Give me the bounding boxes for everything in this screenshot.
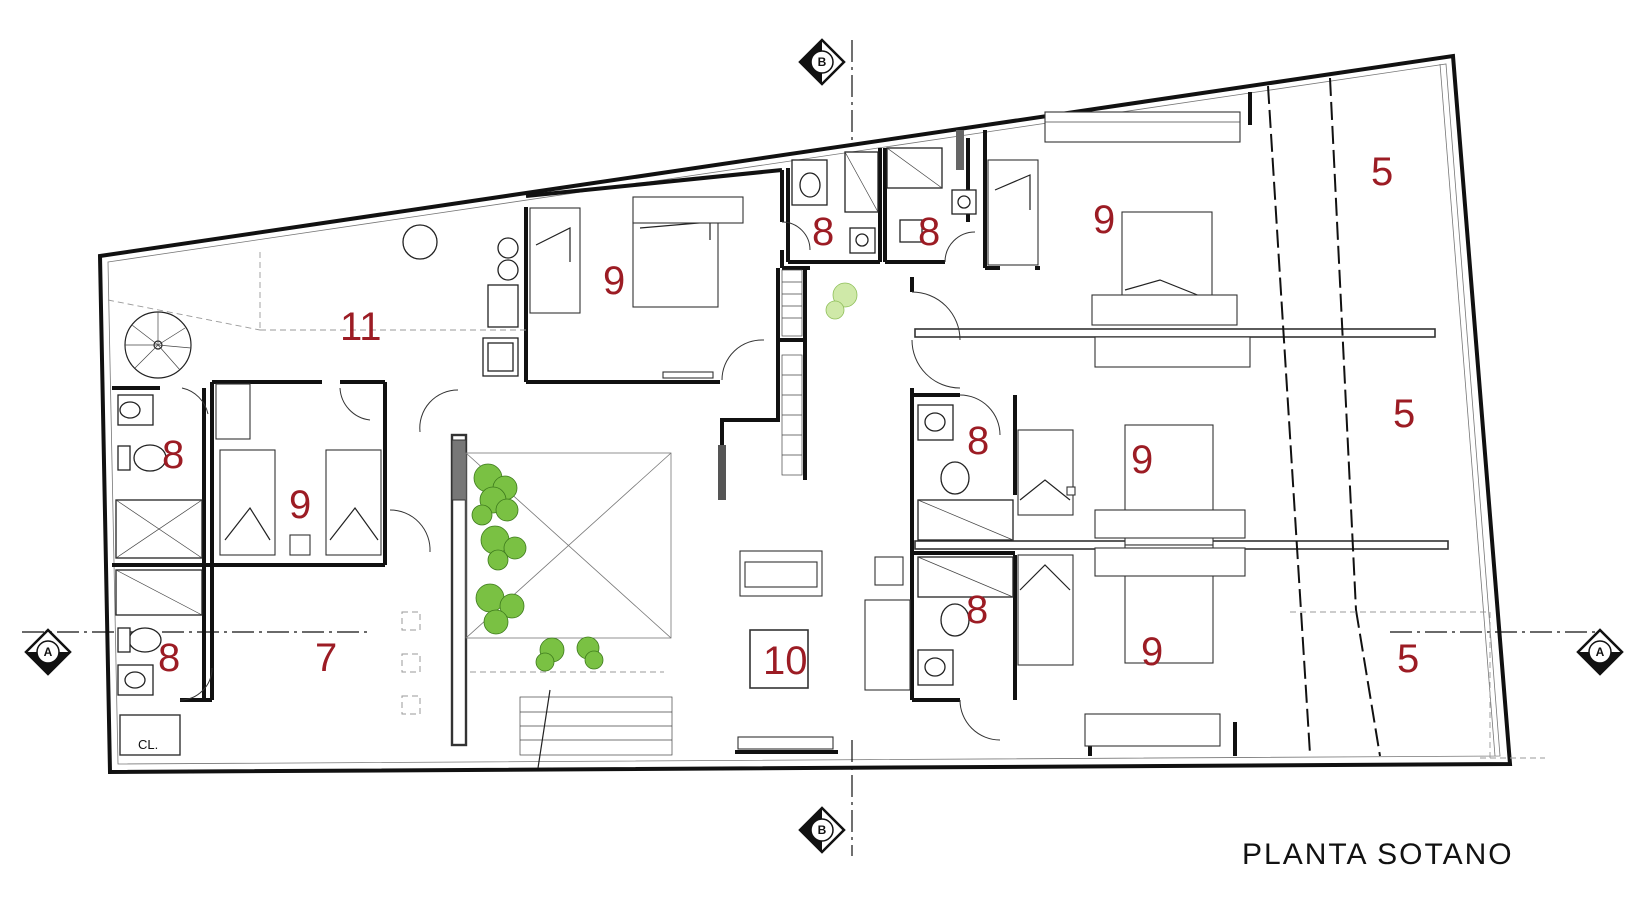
room-label-8-center-bottom: 8 bbox=[966, 588, 988, 632]
outer-wall bbox=[97, 53, 1513, 775]
entry-stair bbox=[519, 689, 673, 769]
central-stair bbox=[781, 269, 803, 476]
door-swings bbox=[179, 221, 1001, 741]
section-marker-b-bottom: B bbox=[798, 806, 846, 854]
section-marker-b-top-letter: B bbox=[818, 55, 827, 69]
closet-label: CL. bbox=[138, 737, 158, 752]
furniture bbox=[119, 111, 1251, 756]
plant-icon bbox=[471, 282, 858, 672]
room-label-9-center-bottom: 9 bbox=[1141, 630, 1163, 674]
room-label-5-bottom: 5 bbox=[1397, 637, 1419, 681]
room-label-7: 7 bbox=[315, 636, 337, 680]
section-marker-b-top: B bbox=[798, 38, 846, 86]
room-label-10: 10 bbox=[763, 639, 808, 683]
courtyard bbox=[465, 282, 858, 769]
room-label-9-center-top: 9 bbox=[1131, 438, 1153, 482]
bathroom-fixtures bbox=[115, 147, 1014, 696]
outer-wall-inner-face bbox=[107, 63, 1501, 765]
room-label-9-ne: 9 bbox=[1093, 198, 1115, 242]
room-label-8-left-bottom: 8 bbox=[158, 636, 180, 680]
laundry-fixtures bbox=[402, 224, 519, 377]
room-label-5-mid: 5 bbox=[1393, 392, 1415, 436]
section-marker-a-left: A bbox=[24, 628, 72, 676]
room-labels: 11 9 8 8 9 5 8 9 8 9 5 8 9 5 8 7 10 bbox=[158, 150, 1419, 683]
room-label-5-top: 5 bbox=[1371, 150, 1393, 194]
section-marker-a-right: A bbox=[1576, 628, 1624, 676]
plan-title: PLANTA SOTANO bbox=[1242, 838, 1514, 871]
spiral-stair bbox=[124, 311, 192, 379]
room-label-11: 11 bbox=[340, 305, 382, 349]
room-label-8-a: 8 bbox=[812, 210, 834, 254]
section-lines bbox=[22, 40, 1600, 856]
room-label-8-center-top: 8 bbox=[967, 419, 989, 463]
room-label-8-left-top: 8 bbox=[162, 433, 184, 477]
room-label-9-master: 9 bbox=[603, 259, 625, 303]
guide-lines bbox=[107, 77, 1545, 759]
property-line bbox=[1439, 63, 1496, 757]
section-marker-b-bottom-letter: B bbox=[818, 823, 827, 837]
section-marker-a-right-letter: A bbox=[1596, 645, 1605, 659]
section-marker-a-left-letter: A bbox=[44, 645, 53, 659]
room-label-8-b: 8 bbox=[918, 210, 940, 254]
room-label-9-left: 9 bbox=[289, 483, 311, 527]
exterior-walls bbox=[97, 53, 1513, 775]
